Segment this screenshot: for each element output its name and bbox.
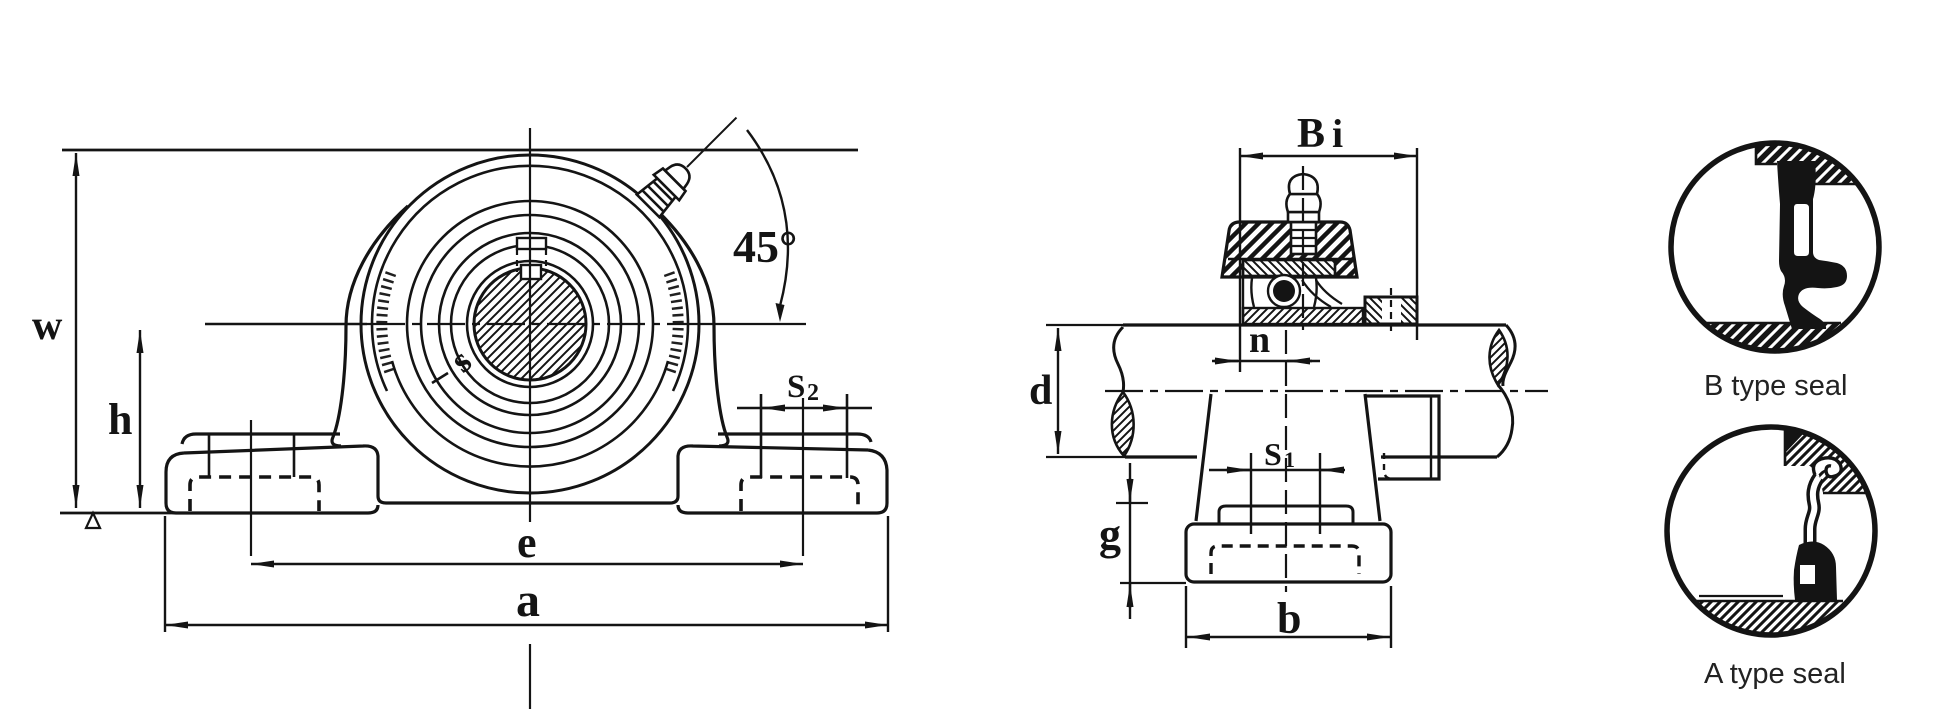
svg-text:B: B bbox=[1297, 111, 1325, 157]
svg-text:n: n bbox=[1249, 319, 1270, 361]
svg-text:A type seal: A type seal bbox=[1704, 658, 1846, 690]
svg-text:1: 1 bbox=[1284, 447, 1295, 472]
svg-text:a: a bbox=[516, 574, 540, 627]
svg-text:b: b bbox=[1277, 594, 1301, 643]
svg-text:h: h bbox=[108, 395, 132, 444]
svg-text:45°: 45° bbox=[733, 221, 797, 272]
svg-text:S: S bbox=[787, 369, 805, 405]
svg-text:w: w bbox=[32, 303, 63, 349]
svg-text:i: i bbox=[1332, 111, 1343, 156]
svg-text:d: d bbox=[1029, 368, 1052, 414]
svg-text:B type seal: B type seal bbox=[1704, 370, 1847, 402]
svg-text:e: e bbox=[517, 518, 537, 567]
svg-text:g: g bbox=[1099, 510, 1121, 559]
svg-text:2: 2 bbox=[807, 380, 819, 406]
svg-text:S: S bbox=[1264, 436, 1282, 472]
